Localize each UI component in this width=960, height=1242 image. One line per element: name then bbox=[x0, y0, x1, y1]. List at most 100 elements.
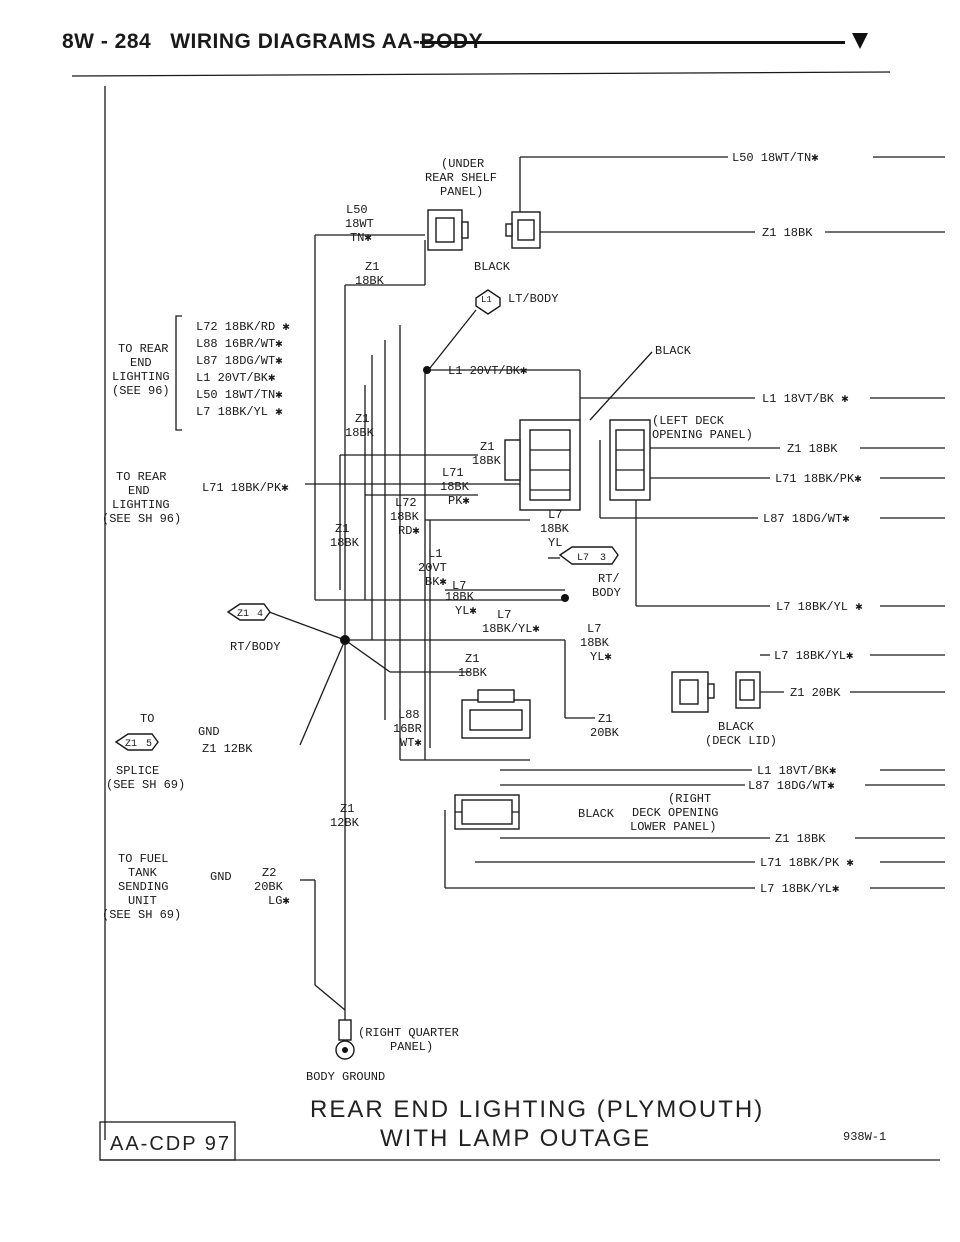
label-l50-1: L50 bbox=[346, 203, 368, 217]
label-left-deck-1: (LEFT DECK bbox=[652, 414, 725, 428]
label-to-rear-a-3: LIGHTING bbox=[112, 370, 170, 384]
label-l1v-2: 20VT bbox=[418, 561, 447, 575]
label-z1-badge2-num: 5 bbox=[146, 739, 152, 750]
wire-label: Z1 20BK bbox=[790, 686, 841, 700]
label-l71v-2: 18BK bbox=[440, 480, 470, 494]
label-black-deck-1: BLACK bbox=[718, 720, 755, 734]
label-to-rear-b-2: END bbox=[128, 484, 150, 498]
label-under-shelf-2: REAR SHELF bbox=[425, 171, 497, 185]
label-z1e-2: 18BK bbox=[458, 666, 488, 680]
label-to-rear-b-3: LIGHTING bbox=[112, 498, 170, 512]
label-under-shelf-1: (UNDER bbox=[441, 157, 484, 171]
header-rule bbox=[420, 41, 845, 44]
label-l7va-2: 18BK bbox=[540, 522, 570, 536]
stamp-box bbox=[99, 1121, 236, 1161]
label-z2-1: Z2 bbox=[262, 866, 276, 880]
label-to-rear-a-2: END bbox=[130, 356, 152, 370]
wire-label: Z1 18BK bbox=[787, 442, 838, 456]
wire-label: Z1 18BK bbox=[762, 226, 813, 240]
label-z1-badge: Z1 bbox=[237, 609, 249, 620]
label-l7-mid-1: L7 bbox=[497, 608, 511, 622]
label-bundle-1: L88 16BR/WT✱ bbox=[196, 337, 282, 351]
label-bundle-5: L7 18BK/YL ✱ bbox=[196, 405, 282, 419]
label-l72v-3: RD✱ bbox=[398, 524, 420, 538]
label-l7vc-3: YL✱ bbox=[590, 650, 612, 664]
label-rt-body-a-1: RT/ bbox=[598, 572, 620, 586]
label-to-splice-1: TO bbox=[140, 712, 154, 726]
label-to-splice-3: (SEE SH 69) bbox=[106, 778, 185, 792]
wire-label: L87 18DG/WT✱ bbox=[763, 512, 849, 526]
label-z1b-1: Z1 bbox=[355, 412, 369, 426]
label-l1v-1: L1 bbox=[428, 547, 442, 561]
label-l1-badge: L1 bbox=[481, 295, 492, 305]
label-l7-badge-num: 3 bbox=[600, 553, 606, 564]
label-l1-ltbody: LT/BODY bbox=[508, 292, 558, 306]
page-title: WIRING DIAGRAMS AA-BODY bbox=[170, 30, 484, 53]
label-l50-2: 18WT bbox=[345, 217, 374, 231]
label-left-deck-2: OPENING PANEL) bbox=[652, 428, 753, 442]
label-z1-12bk-b-2: 12BK bbox=[330, 816, 360, 830]
label-to-rear-a-4: (SEE 96) bbox=[112, 384, 170, 398]
label-l71v-3: PK✱ bbox=[448, 494, 470, 508]
label-z2-2: 20BK bbox=[254, 880, 284, 894]
label-z1-20bk-mid-1: Z1 bbox=[598, 712, 612, 726]
l1-badge bbox=[429, 289, 501, 369]
wire-label: L7 18BK/YL✱ bbox=[774, 649, 853, 663]
label-right-deck-3: LOWER PANEL) bbox=[630, 820, 716, 834]
wire-label: L1 18VT/BK✱ bbox=[757, 764, 836, 778]
connector-under-shelf-left bbox=[427, 209, 469, 251]
label-gnd-b: GND bbox=[210, 870, 232, 884]
label-bundle-2: L87 18DG/WT✱ bbox=[196, 354, 282, 368]
leader-black-b bbox=[589, 351, 653, 421]
frame-top-line bbox=[71, 71, 891, 77]
label-to-splice-2: SPLICE bbox=[116, 764, 159, 778]
label-under-shelf-3: PANEL) bbox=[440, 185, 483, 199]
wire-label: L71 18BK/PK✱ bbox=[775, 472, 861, 486]
label-l88v-1: L88 bbox=[398, 708, 420, 722]
label-gnd-a: GND bbox=[198, 725, 220, 739]
label-to-fuel-1: TO FUEL bbox=[118, 852, 168, 866]
label-ground-2: PANEL) bbox=[390, 1040, 433, 1054]
page-header: 8W - 284 WIRING DIAGRAMS AA-BODY bbox=[62, 30, 483, 54]
z1-badge-2 bbox=[114, 733, 159, 751]
label-z1-badge2: Z1 bbox=[125, 739, 137, 750]
label-l7vb-2: 18BK bbox=[445, 590, 475, 604]
footer-code: 938W-1 bbox=[843, 1130, 886, 1144]
connector-under-shelf-right bbox=[505, 211, 541, 249]
connector-right-deck-lower bbox=[454, 794, 520, 830]
label-to-rear-b-1: TO REAR bbox=[116, 470, 166, 484]
wire-label: L87 18DG/WT✱ bbox=[748, 779, 834, 793]
wire-label: L1 18VT/BK ✱ bbox=[762, 392, 848, 406]
label-black-b: BLACK bbox=[655, 344, 692, 358]
ground-icon bbox=[335, 1019, 355, 1060]
footer-title-1: REAR END LIGHTING (PLYMOUTH) bbox=[310, 1096, 764, 1123]
label-z1d-1: Z1 bbox=[335, 522, 349, 536]
label-z1b-2: 18BK bbox=[345, 426, 375, 440]
label-l7-badge: L7 bbox=[577, 553, 589, 564]
label-l1-20vt: L1 20VT/BK✱ bbox=[448, 364, 527, 378]
splice-dot bbox=[340, 635, 350, 645]
label-black-deck-2: (DECK LID) bbox=[705, 734, 777, 748]
label-l1v-3: BK✱ bbox=[425, 575, 447, 589]
label-ground-1: (RIGHT QUARTER bbox=[358, 1026, 459, 1040]
footer-title-2: WITH LAMP OUTAGE bbox=[380, 1125, 651, 1152]
label-z1-badge-num: 4 bbox=[257, 609, 263, 620]
label-l7va-3: YL bbox=[548, 536, 562, 550]
label-rt-body-b: RT/BODY bbox=[230, 640, 280, 654]
connector-deck-lid-right bbox=[735, 671, 761, 709]
label-z1c-2: 18BK bbox=[472, 454, 502, 468]
label-black-c: BLACK bbox=[578, 807, 615, 821]
z1-badge bbox=[226, 603, 271, 621]
label-to-rear-a-1: TO REAR bbox=[118, 342, 168, 356]
label-z1a-2: 18BK bbox=[355, 274, 385, 288]
label-l7vc-2: 18BK bbox=[580, 636, 610, 650]
label-l7vc-1: L7 bbox=[587, 622, 601, 636]
connector-left-deck bbox=[609, 419, 651, 501]
l7-badge bbox=[548, 546, 619, 565]
splice-dot bbox=[561, 594, 569, 602]
connector-bottom-center bbox=[461, 689, 531, 739]
label-right-deck-1: (RIGHT bbox=[668, 792, 711, 806]
label-l7vb-1: L7 bbox=[452, 579, 466, 593]
label-black-a: BLACK bbox=[474, 260, 511, 274]
